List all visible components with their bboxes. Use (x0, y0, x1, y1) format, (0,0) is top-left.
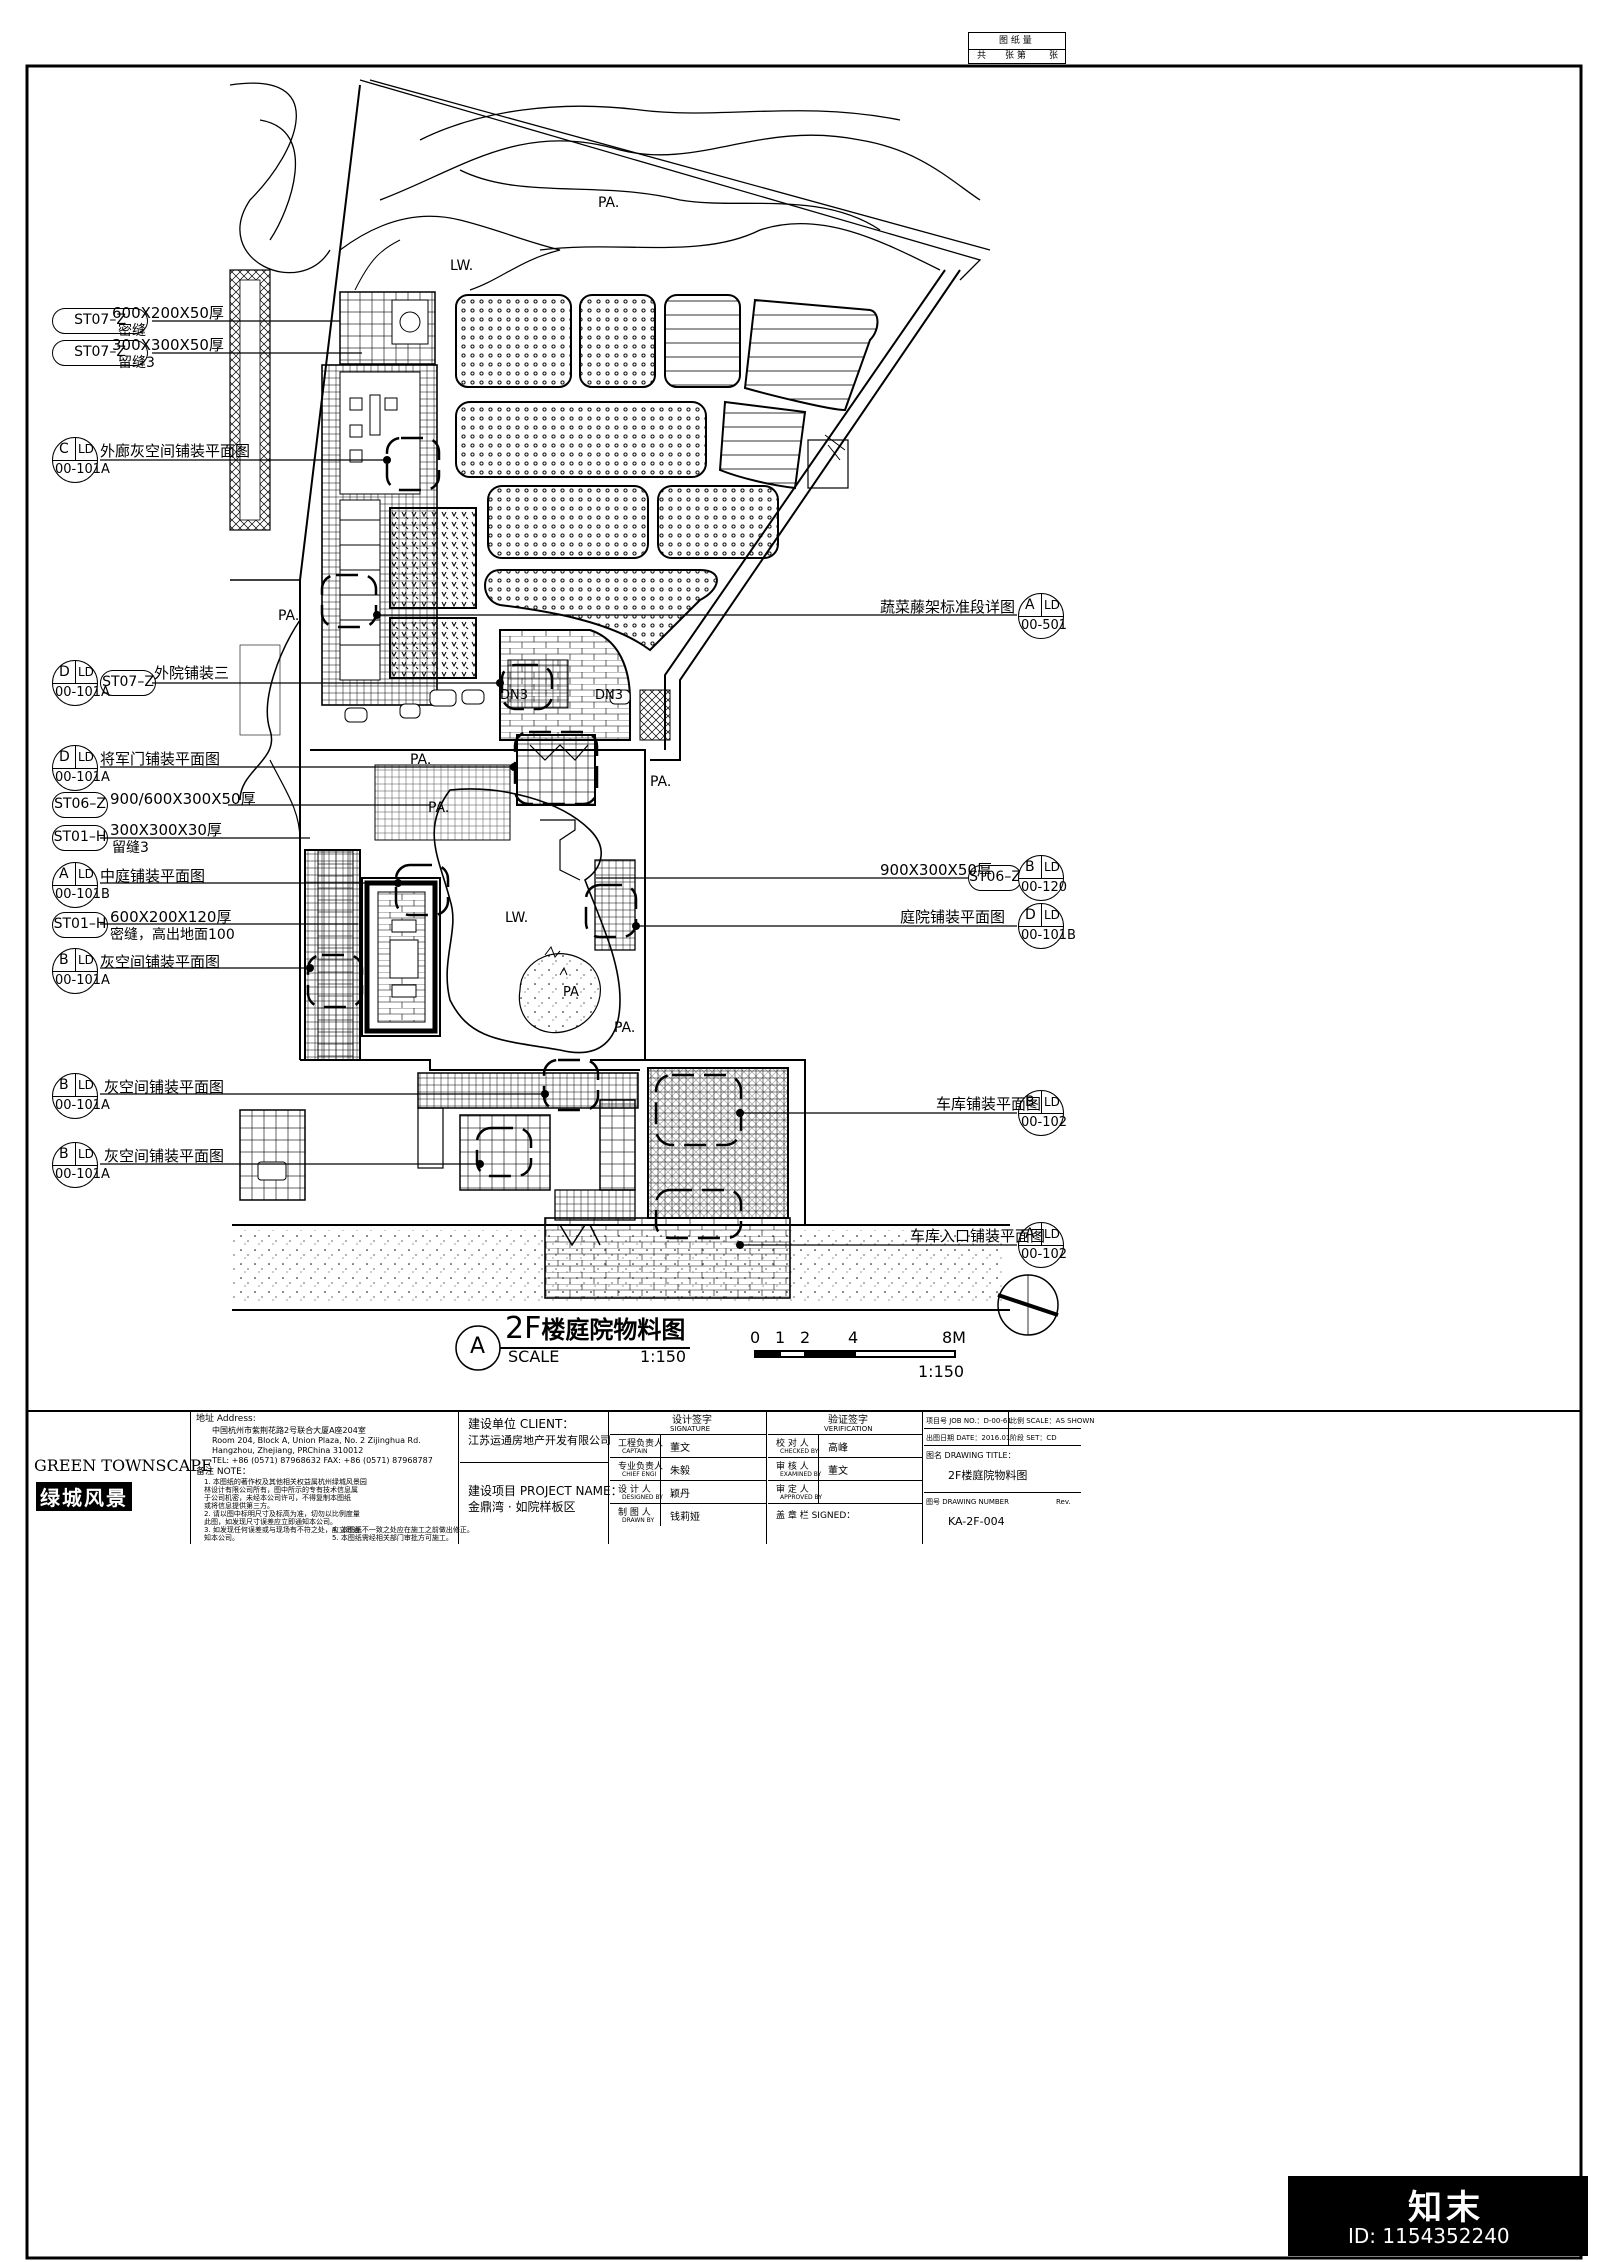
callout-text-1: 900/600X300X50厚 (110, 790, 256, 808)
project-name: 金鼎湾 · 如院样板区 (468, 1500, 576, 1514)
client-label: 建设单位 CLIENT： (468, 1417, 575, 1431)
callout-text-1: 外院铺装三 (154, 664, 230, 682)
callout-text: 灰空间铺装平面图 (104, 1147, 225, 1165)
label-lw-court: LW. (505, 910, 529, 926)
callout-text-1: 600X200X120厚 (110, 908, 232, 926)
watermark-id: ID: 1154352240 (1348, 2224, 1510, 2248)
callout-text: 车库铺装平面图 (936, 1095, 1042, 1113)
scale-label: SCALE (508, 1347, 560, 1366)
brand-name: GREEN TOWNSCAPE (34, 1456, 213, 1475)
project-label: 建设项目 PROJECT NAME： (468, 1484, 623, 1498)
label-dn3-b: DN3 (595, 688, 624, 703)
callout-detail-a: A LD 00-101B 中庭铺装平面图 (52, 862, 205, 908)
callout-st07-c: ST07–Z 外院铺装三 (100, 664, 229, 696)
callout-text-2: 留缝3 (118, 355, 155, 371)
callout-text-2: 密缝，高出地面100 (110, 927, 235, 943)
callout-tag: ST07 (74, 312, 110, 328)
label-dn3-a: DN3 (500, 688, 529, 703)
callout-st01-b: ST01–H 600X200X120厚 密缝，高出地面100 (52, 908, 235, 943)
callout-text: 庭院铺装平面图 (900, 908, 1006, 926)
label-pa-right: PA. (650, 774, 672, 790)
info-drawing-title: 2F楼庭院物料图 (948, 1469, 1028, 1482)
callout-text: 中庭铺装平面图 (100, 867, 206, 885)
callout-text-2: 密缝 (118, 323, 146, 339)
callout-tag: ST07 (74, 344, 110, 360)
sheet-count-header: 图 纸 量 (999, 36, 1032, 46)
callout-st07-b: ST07–Z 300X300X50厚 留缝3 (52, 336, 224, 371)
callout-text: 车库入口铺装平面图 (910, 1227, 1046, 1245)
brand-logo: GREEN TOWNSCAPE 绿城风景 (32, 1412, 213, 1544)
label-lw-top: LW. (450, 258, 474, 274)
callout-text: 900X300X50厚 (880, 861, 992, 879)
callout-text: 灰空间铺装平面图 (104, 1078, 225, 1096)
callout-text-1: 600X200X50厚 (112, 304, 224, 322)
label-pa-lower: PA. (614, 1020, 636, 1036)
callout-detail-b-c: B LD 00-101A 灰空间铺装平面图 (52, 1142, 224, 1188)
scale-value: 1:150 (640, 1347, 687, 1366)
client-name: 江苏运通房地产开发有限公司 (468, 1434, 611, 1447)
callout-text-1: 300X300X50厚 (112, 336, 224, 354)
drawing-title: 2F楼庭院物料图 (505, 1310, 685, 1346)
callout-st01-a: ST01–H 300X300X30厚 留缝3 (52, 821, 222, 856)
label-pa-inner: PA. (428, 800, 450, 816)
callout-text: 将军门铺装平面图 (100, 750, 221, 768)
callout-st06-a: ST06–Z 900/600X300X50厚 (52, 790, 256, 818)
scalebar-tick-0: 0 (750, 1328, 761, 1347)
callout-detail-d-b: D LD 00-101A 将军门铺装平面图 (52, 745, 220, 791)
callout-text: 灰空间铺装平面图 (100, 953, 221, 971)
address-notes: 地址 Address: 中国杭州市紫荆花路2号联合大厦A座204室 Room 2… (192, 1412, 474, 1544)
signature-block: 设计签字 SIGNATURE 工程负责人 CAPTAIN 董文 专业负责人 CH… (610, 1412, 767, 1544)
drawing-mark: A (470, 1334, 486, 1359)
client-project: 建设单位 CLIENT： 江苏运通房地产开发有限公司 建设项目 PROJECT … (460, 1412, 623, 1544)
sheet-count-box: 图 纸 量 共 张 第 张 (968, 32, 1066, 64)
callout-st07-a: ST07–Z 600X200X50厚 密缝 (52, 304, 224, 339)
watermark-logo: 知末 (1408, 2188, 1484, 2228)
sheet-count-cell-2: 张 第 (1005, 51, 1026, 61)
watermark-badge: 知末 ID: 1154352240 (1288, 2176, 1588, 2256)
callout-detail-c: C LD 00-101A 外廊灰空间铺装平面图 (52, 437, 250, 483)
callout-text-2: 留缝3 (112, 840, 149, 856)
sheet-count-cell-3: 张 (1049, 51, 1059, 61)
callout-detail-b-b: B LD 00-101A 灰空间铺装平面图 (52, 1073, 224, 1119)
label-pa-left: PA. (278, 608, 300, 624)
callout-detail-d-a: D LD 00-101A (52, 660, 110, 706)
scalebar-tick-4: 4 (848, 1328, 859, 1347)
info-drawing-number: KA-2F-004 (948, 1515, 1005, 1528)
callout-text-1: 300X300X30厚 (110, 821, 222, 839)
title-block (27, 1410, 1581, 2258)
scalebar-scale: 1:150 (918, 1362, 965, 1381)
label-pa-island: PA (563, 985, 579, 1000)
callout-text: 蔬菜藤架标准段详图 (880, 598, 1016, 616)
callout-detail-b-a: B LD 00-101A 灰空间铺装平面图 (52, 948, 220, 994)
scalebar-tick-2: 2 (800, 1328, 811, 1347)
label-pa-top: PA. (598, 195, 620, 211)
drawing-info: 项目号 JOB NO.：D-00-61 比例 SCALE：AS SHOWN 出图… (924, 1412, 1095, 1544)
brand-name-cn: 绿城风景 (36, 1482, 132, 1511)
scalebar-tick-8: 8M (942, 1328, 966, 1347)
label-pa-court: PA. (410, 752, 432, 768)
sheet-count-cell-1: 共 (977, 51, 987, 61)
verification-block: 验证签字 VERIFICATION 校 对 人 CHECKED BY 高峰 审 … (768, 1412, 923, 1544)
scalebar-tick-1: 1 (775, 1328, 786, 1347)
callout-text: 外廊灰空间铺装平面图 (100, 442, 251, 460)
drawing-title-text: 楼庭院物料图 (541, 1316, 686, 1344)
drawing-title-prefix: 2F (505, 1311, 542, 1346)
